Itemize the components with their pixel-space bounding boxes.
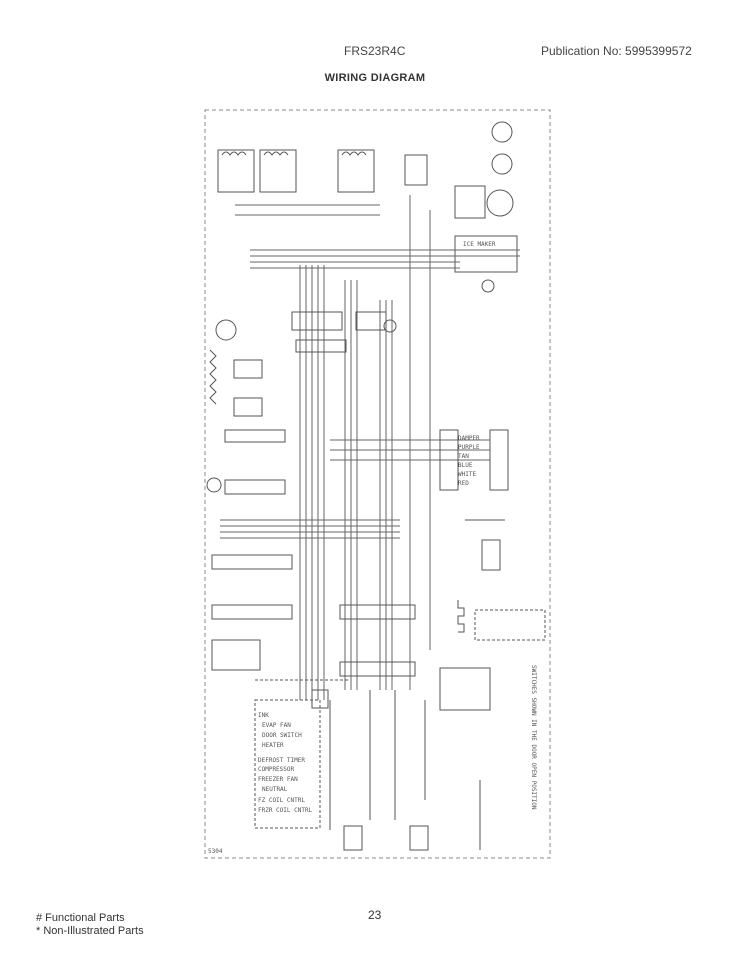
bottom-switch-left [343,825,363,851]
connector-blocks [211,311,546,711]
non-illustrated-parts-legend: * Non-Illustrated Parts [36,925,144,937]
left-label-1: EVAP FAN [262,722,291,729]
harness-horizontal [220,204,520,539]
right-label-3: BLUE [458,462,473,469]
relay-box [454,185,486,219]
right-label-2: TAN [458,453,469,460]
model-number: FRS23R4C [344,44,406,58]
control-label: ICE MAKER [463,241,496,248]
coil-group-left [217,149,375,193]
left-label-0: INK [258,712,269,719]
harness-vertical [299,195,431,700]
bottom-left-code: 5304 [208,848,223,855]
diagram-frame [204,109,551,859]
switch-note: SWITCHES SHOWN IN THE DOOR OPEN POSITION [530,665,537,810]
damper-motor [215,319,237,341]
compressor-box [454,235,518,273]
publication-number: Publication No: 5995399572 [541,44,692,58]
evap-fan-motor [486,189,514,217]
left-label-3: HEATER [262,742,284,749]
diagram-title: WIRING DIAGRAM [324,72,426,84]
bottom-switch-mid [409,825,429,851]
functional-parts-legend: # Functional Parts [36,912,125,924]
right-label-1: PURPLE [458,444,480,451]
right-label-0: DAMPER [458,435,480,442]
left-label-5: COMPRESSOR [258,766,295,773]
left-label-6: FREEZER FAN [258,776,298,783]
control-board [254,699,321,829]
page-number: 23 [368,908,382,922]
light-bulb-left [206,477,222,493]
right-label-4: WHITE [458,471,476,478]
wiring-diagram: INK EVAP FAN DOOR SWITCH HEATER DEFROST … [204,109,551,859]
left-label-8: FZ COIL CNTRL [258,797,305,804]
left-label-7: NEUTRAL [262,786,288,793]
right-label-5: RED [458,480,469,487]
left-label-2: DOOR SWITCH [262,732,302,739]
fan-motor-top [491,121,513,143]
left-label-4: DEFROST TIMER [258,757,305,764]
left-label-9: FRZR COIL CNTRL [258,807,313,814]
